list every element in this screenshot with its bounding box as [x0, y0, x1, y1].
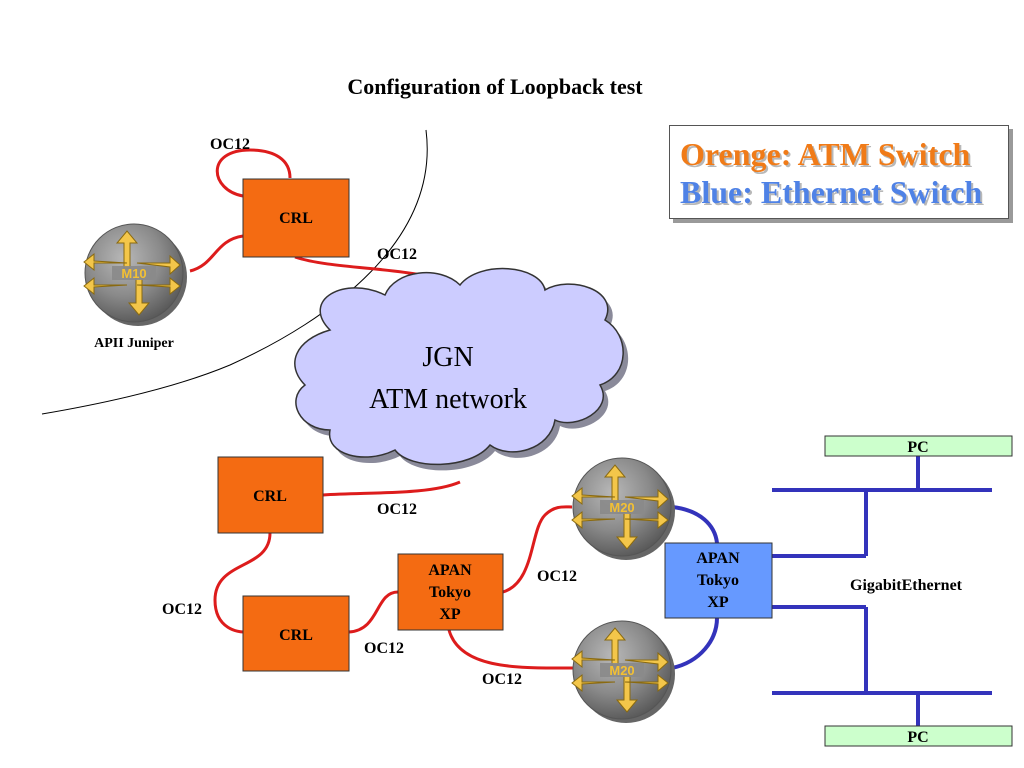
- router-m20-bottom: M20: [571, 620, 675, 723]
- oc12-label-jgn-crl: OC12: [377, 501, 417, 518]
- pc-top-label: PC: [907, 439, 928, 456]
- crl-mid-switch: CRL: [217, 456, 324, 534]
- pc-bottom-label: PC: [907, 729, 928, 746]
- router-m10-model: M10: [121, 266, 146, 281]
- ethernet-links: [671, 456, 992, 726]
- oc12-label-crl-apan: OC12: [364, 640, 404, 657]
- oc12-label-crl-crl: OC12: [162, 601, 202, 618]
- apan-atm-line1: APAN: [428, 562, 472, 579]
- router-m20-top: M20: [571, 457, 675, 560]
- oc12-label-crl-jgn: OC12: [377, 246, 417, 263]
- crl-top-switch: CRL: [242, 178, 350, 258]
- apan-atm-line3: XP: [439, 606, 461, 623]
- apan-eth-switch: APAN Tokyo XP: [664, 542, 773, 619]
- crl-bottom-label: CRL: [279, 627, 313, 644]
- link-crl-apan: [348, 590, 399, 634]
- cloud-label-line2: ATM network: [369, 384, 527, 415]
- page-title: Configuration of Loopback test: [347, 74, 643, 99]
- router-m10-caption: APII Juniper: [94, 336, 174, 351]
- router-m20-top-model: M20: [609, 500, 634, 515]
- oc12-label-apan-m20-top: OC12: [537, 568, 577, 585]
- link-crl-crl: [213, 532, 272, 634]
- link-jgn-crl: [322, 480, 461, 497]
- apan-atm-switch: APAN Tokyo XP: [397, 553, 504, 631]
- gigabit-ethernet-label: GigabitEthernet: [850, 577, 963, 594]
- link-m20-top-eth: [671, 505, 719, 544]
- legend-ethernet-switch: Blue: Ethernet Switch: [680, 174, 983, 210]
- link-m10-crl: [189, 234, 244, 273]
- apan-atm-line2: Tokyo: [429, 584, 471, 601]
- legend-box: Orenge: ATM Switch Blue: Ethernet Switch: [669, 125, 1009, 219]
- link-apan-m20-bottom: [447, 629, 574, 670]
- crl-mid-label: CRL: [253, 488, 287, 505]
- oc12-label-apan-m20-bottom: OC12: [482, 671, 522, 688]
- apan-eth-line1: APAN: [696, 550, 740, 567]
- oc12-label-crl-loop: OC12: [210, 136, 250, 153]
- atm-links: [189, 148, 574, 670]
- link-m20-bottom-eth: [671, 617, 719, 670]
- jgn-atm-cloud: JGN ATM network: [294, 267, 629, 471]
- pc-bottom: PC: [824, 725, 1013, 747]
- crl-bottom-switch: CRL: [242, 595, 350, 672]
- apan-eth-line3: XP: [707, 594, 729, 611]
- link-apan-m20-top: [502, 505, 573, 594]
- router-m10: M10: [83, 223, 187, 326]
- router-m20-bottom-model: M20: [609, 663, 634, 678]
- apan-eth-line2: Tokyo: [697, 572, 739, 589]
- cloud-label-line1: JGN: [422, 342, 473, 373]
- domain-boundary-curve: [41, 129, 428, 415]
- crl-top-label: CRL: [279, 210, 313, 227]
- link-crl-loop: [215, 148, 292, 198]
- legend-atm-switch: Orenge: ATM Switch: [680, 136, 971, 172]
- pc-top: PC: [824, 435, 1013, 457]
